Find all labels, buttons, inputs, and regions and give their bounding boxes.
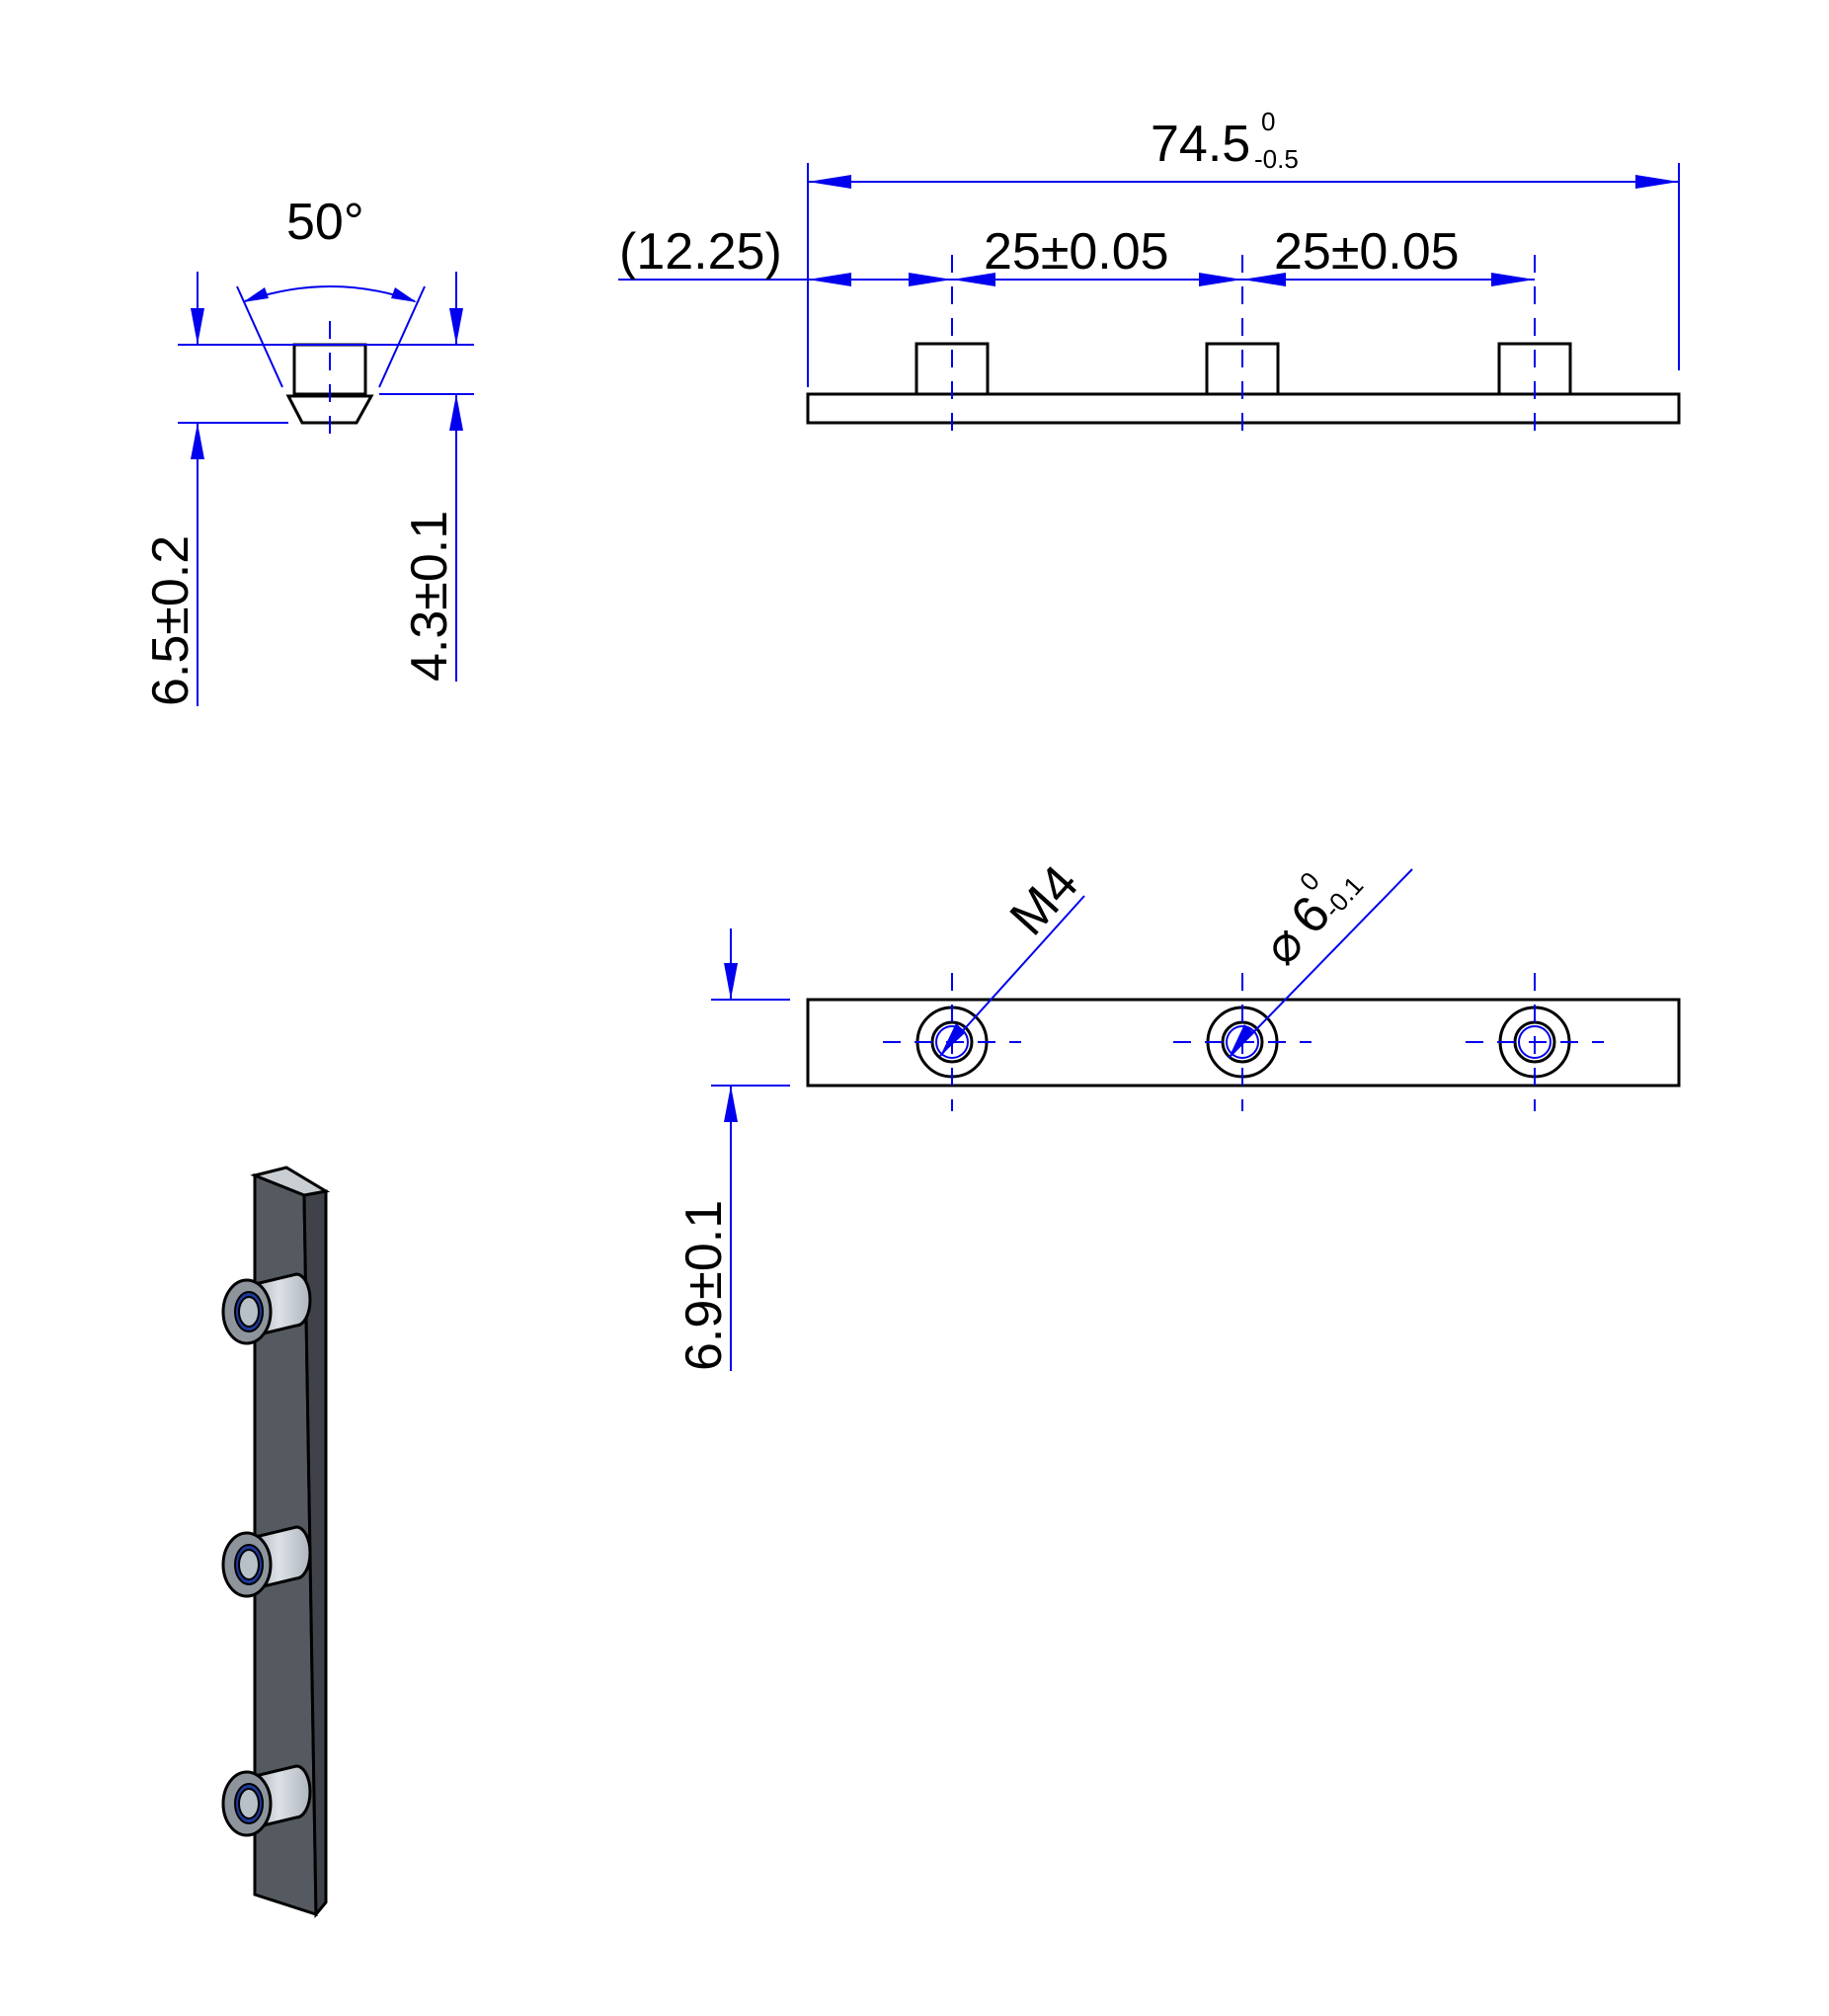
dim-pitch1-arrow-right — [1199, 273, 1242, 286]
iso-boss-1 — [221, 1272, 312, 1345]
dim-overall-arrow-left — [808, 175, 851, 189]
dim-pitch2-label: 25±0.05 — [1274, 223, 1460, 281]
dim-6-5-arrow-top — [191, 308, 204, 345]
dim-4-3-label: 4.3±0.1 — [401, 511, 458, 682]
side-view: 50° 6.5±0.2 4.3±0.1 — [142, 194, 474, 706]
angle-arrow-right — [391, 287, 417, 302]
dim-4-3-arrow-bottom — [449, 394, 463, 431]
dim-offset-label: (12.25) — [619, 223, 782, 281]
angle-line-right — [378, 285, 426, 388]
dim-4-3-arrow-top — [449, 308, 463, 345]
top-view: M4 ⌀ 6 0 -0.1 6.9±0.1 — [676, 855, 1681, 1371]
dim-pitch2-arrow-right — [1491, 273, 1535, 286]
dia-leader-arrow — [1229, 1024, 1254, 1058]
dim-pitch1-label: 25±0.05 — [984, 223, 1169, 281]
dim-overall-label: 74.5 — [1151, 116, 1250, 173]
top-thread-1 — [935, 1025, 969, 1059]
angle-arrow-left — [243, 287, 269, 302]
dim-overall-arrow-right — [1635, 175, 1679, 189]
side-chamfer-outline — [285, 394, 374, 425]
isometric-view — [221, 1166, 331, 1919]
dim-6-9-arrow-top — [724, 963, 738, 1000]
iso-plate-top — [250, 1166, 331, 1197]
top-thread-3 — [1518, 1025, 1551, 1059]
angle-label: 50° — [286, 194, 364, 251]
dia-leader — [1228, 868, 1413, 1059]
dia-label-group: ⌀ 6 0 -0.1 — [1252, 866, 1369, 976]
front-view: 74.5 0 -0.5 (12.25) 25±0.05 25±0.05 — [618, 107, 1681, 431]
m4-leader — [939, 895, 1085, 1057]
m4-leader-arrow — [940, 1023, 966, 1056]
top-thread-2 — [1226, 1025, 1259, 1059]
thread-label: M4 — [999, 855, 1089, 947]
dim-pitch1-arrow-left — [952, 273, 995, 286]
dim-6-9-arrow-bottom — [724, 1086, 738, 1122]
dim-offset-arrow-right — [909, 273, 952, 286]
iso-boss-3 — [221, 1764, 312, 1837]
dim-offset-arrow-left — [808, 273, 851, 286]
angle-line-left — [236, 285, 283, 388]
angle-arc — [244, 285, 416, 302]
dim-6-9-label: 6.9±0.1 — [676, 1200, 733, 1371]
dim-6-5-label: 6.5±0.2 — [142, 535, 199, 706]
dim-6-5-arrow-bottom — [191, 423, 204, 459]
dim-pitch2-arrow-left — [1242, 273, 1286, 286]
iso-boss-2 — [221, 1525, 312, 1598]
dim-overall-tol-upper: 0 — [1261, 107, 1275, 136]
dim-overall-tol-lower: -0.5 — [1254, 144, 1299, 174]
